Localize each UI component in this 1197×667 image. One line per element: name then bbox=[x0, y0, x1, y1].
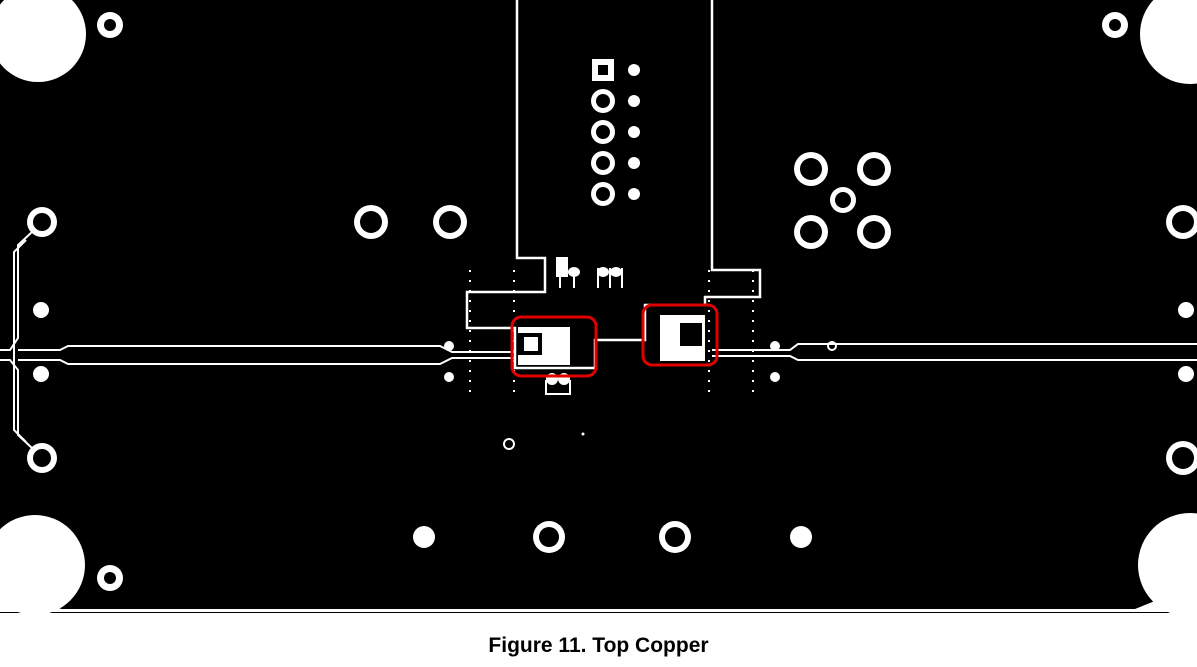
mounting-hole-top-left bbox=[0, 0, 86, 82]
corner-ring-vias bbox=[97, 12, 1128, 591]
figure-caption: Figure 11. Top Copper bbox=[488, 634, 709, 657]
right-traces bbox=[712, 343, 1197, 361]
ring-pads bbox=[27, 205, 1197, 553]
highlight-box-right bbox=[641, 303, 719, 367]
board-edge-copper bbox=[0, 595, 1197, 612]
highlighted-pad-right bbox=[660, 315, 705, 361]
solid-vias bbox=[33, 302, 1194, 548]
highlighted-pad-left bbox=[518, 327, 570, 365]
via-fence-dots bbox=[469, 270, 754, 395]
sma-footprint-right bbox=[794, 152, 891, 249]
mounting-hole-bottom-right bbox=[1138, 513, 1197, 617]
highlight-box-left bbox=[510, 315, 598, 378]
test-points bbox=[503, 341, 837, 450]
mounting-hole-top-right bbox=[1140, 0, 1197, 84]
mounting-holes bbox=[0, 0, 1197, 617]
left-traces bbox=[0, 231, 515, 449]
mounting-hole-bottom-left bbox=[0, 515, 85, 615]
connector-header bbox=[591, 59, 640, 206]
